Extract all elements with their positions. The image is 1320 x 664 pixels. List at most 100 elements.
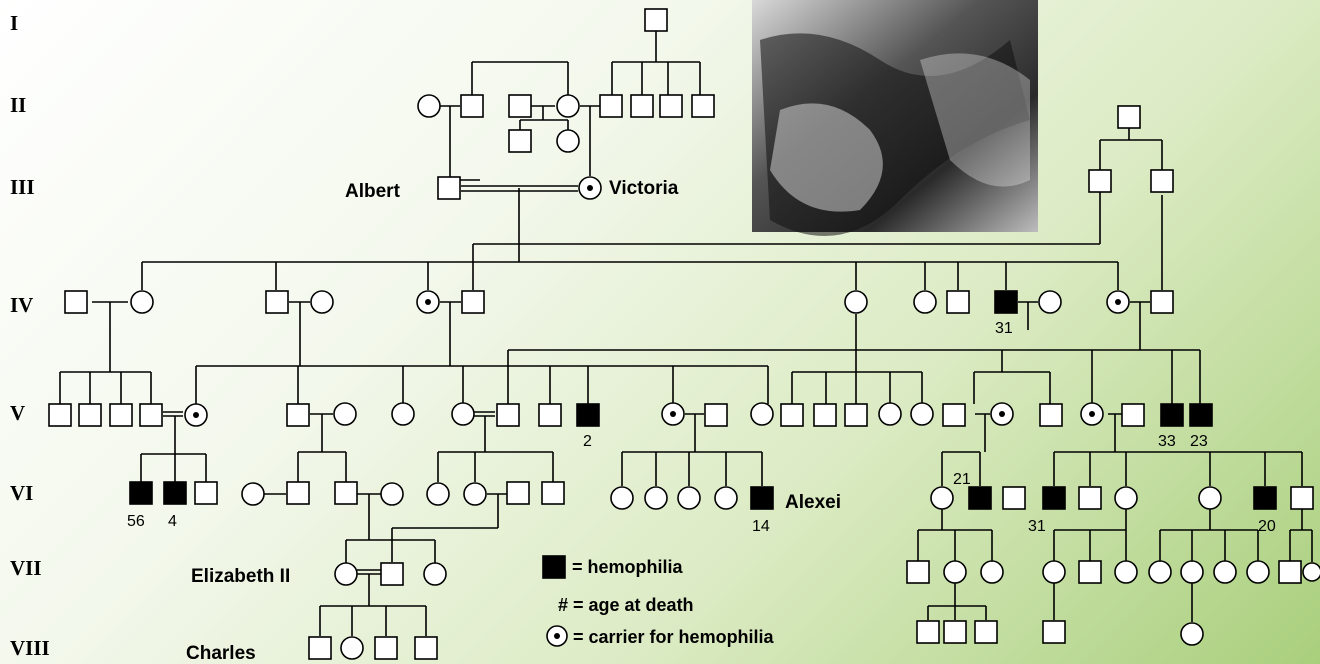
male-symbol [813, 403, 837, 427]
female-symbol [451, 402, 475, 426]
male-symbol [78, 403, 102, 427]
male-symbol [194, 481, 218, 505]
female-symbol [1038, 290, 1062, 314]
generation-label: II [10, 93, 26, 117]
alexei-affected-symbol [750, 486, 774, 510]
generation-label: VIII [10, 636, 50, 660]
female-symbol [463, 482, 487, 506]
legend-hemophilia-label: = hemophilia [572, 557, 684, 577]
legend-hemophilia-swatch [542, 555, 566, 579]
male-symbol [1002, 486, 1026, 510]
affected-male-symbol [129, 481, 153, 505]
age-label: 33 [1158, 433, 1176, 450]
male-symbol [1078, 486, 1102, 510]
name-charles: Charles [186, 643, 256, 664]
female-symbol [878, 402, 902, 426]
male-symbol [48, 403, 72, 427]
legend-age-label: # = age at death [558, 595, 694, 615]
age-label: 23 [1190, 433, 1208, 450]
female-symbol [241, 482, 265, 506]
female-symbol [556, 129, 580, 153]
female-symbol [380, 482, 404, 506]
male-symbol [541, 481, 565, 505]
name-victoria: Victoria [609, 178, 679, 199]
affected-male-symbol [1160, 403, 1184, 427]
female-symbol [130, 290, 154, 314]
male-symbol [64, 290, 88, 314]
female-symbol [714, 486, 738, 510]
male-symbol [380, 562, 404, 586]
age-label: 4 [168, 513, 177, 530]
female-symbol [980, 560, 1004, 584]
age-label: 21 [953, 471, 971, 488]
female-symbol [1148, 560, 1172, 584]
female-symbol [943, 560, 967, 584]
male-symbol [1039, 403, 1063, 427]
male-symbol [630, 94, 654, 118]
female-symbol [610, 486, 634, 510]
female-symbol [913, 290, 937, 314]
female-symbol [1042, 560, 1066, 584]
male-symbol [691, 94, 715, 118]
male-symbol [334, 481, 358, 505]
female-symbol [1213, 560, 1237, 584]
affected-male-symbol [968, 486, 992, 510]
male-symbol [644, 8, 668, 32]
age-label: 20 [1258, 518, 1276, 535]
male-symbol [1121, 403, 1145, 427]
male-symbol [286, 403, 310, 427]
generation-label: III [10, 175, 35, 199]
affected-male-symbol [994, 290, 1018, 314]
elizabeth-symbol [334, 562, 358, 586]
female-symbol [930, 486, 954, 510]
male-symbol [946, 290, 970, 314]
generation-label: VI [10, 481, 33, 505]
male-symbol [599, 94, 623, 118]
generation-label: V [10, 401, 25, 425]
generation-label: VII [10, 556, 42, 580]
male-symbol [508, 129, 532, 153]
affected-male-symbol [1042, 486, 1066, 510]
legend-carrier-label: = carrier for hemophilia [573, 627, 775, 647]
male-symbol [1290, 486, 1314, 510]
male-symbol [1150, 290, 1174, 314]
charles-symbol [308, 636, 332, 660]
generation-label: IV [10, 293, 33, 317]
male-symbol [538, 403, 562, 427]
male-symbol [906, 560, 930, 584]
male-symbol [974, 620, 998, 644]
female-symbol [644, 486, 668, 510]
male-symbol [508, 94, 532, 118]
age-label: 56 [127, 513, 145, 530]
male-symbol [943, 620, 967, 644]
female-symbol [750, 402, 774, 426]
male-symbol [265, 290, 289, 314]
male-symbol [496, 403, 520, 427]
generation-label: I [10, 11, 18, 35]
male-symbol [374, 636, 398, 660]
female-symbol [1198, 486, 1222, 510]
female-symbol [417, 94, 441, 118]
male-symbol [286, 481, 310, 505]
age-label: 31 [995, 320, 1013, 337]
male-symbol [506, 481, 530, 505]
affected-male-symbol [1189, 403, 1213, 427]
male-symbol [461, 290, 485, 314]
age-label: 14 [752, 518, 770, 535]
name-alexei: Alexei [785, 492, 841, 513]
affected-male-symbol [1253, 486, 1277, 510]
person-names: Albert Victoria Alexei Elizabeth II Char… [186, 178, 841, 664]
individuals [48, 8, 1320, 660]
female-symbol [333, 402, 357, 426]
female-symbol [1114, 560, 1138, 584]
male-symbol [844, 403, 868, 427]
female-symbol [310, 290, 334, 314]
male-symbol [1278, 560, 1302, 584]
female-symbol [844, 290, 868, 314]
generation-labels: I II III IV V VI VII VIII [10, 11, 50, 660]
male-symbol [659, 94, 683, 118]
male-symbol [704, 403, 728, 427]
name-albert: Albert [345, 181, 401, 202]
female-symbol [426, 482, 450, 506]
